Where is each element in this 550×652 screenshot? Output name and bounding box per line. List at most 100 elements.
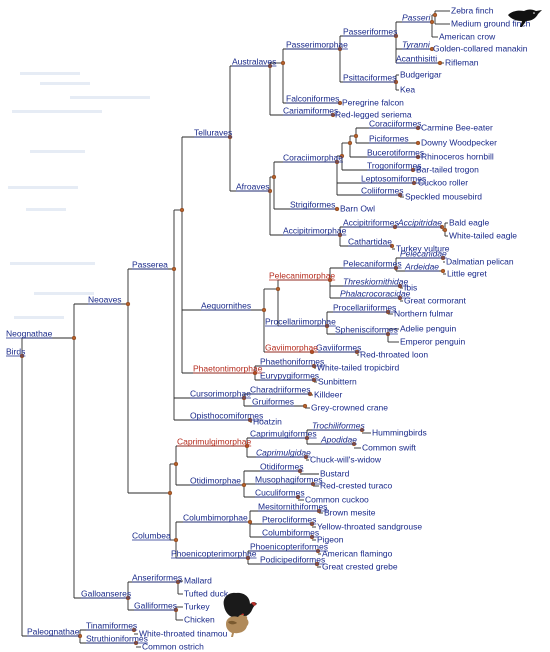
clade-label-apodidae: Apodidae <box>320 434 357 444</box>
species-label-chuck-will-s-widow: Chuck-will's-widow <box>310 455 382 465</box>
clade-label-pelecanimorphae: Pelecanimorphae <box>269 270 335 280</box>
species-label-emperor-penguin: Emperor penguin <box>400 337 465 347</box>
faded-text-mark <box>20 72 80 75</box>
species-label-downy-woodpecker: Downy Woodpecker <box>421 138 497 148</box>
clade-label-passerimorphae: Passerimorphae <box>286 39 348 49</box>
species-label-bar-tailed-trogon: Bar-tailed trogon <box>416 165 479 175</box>
divergence-node <box>429 46 435 52</box>
faded-text-mark <box>34 292 94 295</box>
divergence-node <box>339 153 345 159</box>
species-label-budgerigar: Budgerigar <box>400 70 442 80</box>
divergence-node <box>125 301 131 307</box>
species-label-speckled-mousebird: Speckled mousebird <box>405 192 482 202</box>
species-label-turkey: Turkey <box>184 602 210 612</box>
divergence-node <box>334 206 340 212</box>
faded-text-mark <box>70 96 150 99</box>
clade-label-sphenisciformes: Sphenisciformes <box>335 324 398 334</box>
clade-label-tyranni: Tyranni <box>402 39 431 49</box>
species-label-common-cuckoo: Common cuckoo <box>305 495 369 505</box>
clade-label-leptosomiformes: Leptosomiformes <box>361 173 426 183</box>
clade-label-cursorimorphae: Cursorimorphae <box>190 388 251 398</box>
divergence-node <box>247 519 253 525</box>
faded-text-mark <box>30 150 85 153</box>
clade-label-phaethoniformes: Phaethoniformes <box>260 356 324 366</box>
clade-label-phoenicopterimorphae: Phoenicopterimorphae <box>171 548 257 558</box>
clade-label-caprimulgimorphae: Caprimulgimorphae <box>177 436 251 446</box>
species-label-hummingbirds: Hummingbirds <box>372 428 427 438</box>
clade-label-otidimorphae: Otidimorphae <box>190 475 241 485</box>
clade-label-phalacrocoracidae: Phalacrocoracidae <box>340 288 411 298</box>
divergence-node <box>429 19 435 25</box>
clade-label-pelecanidae: Pelecanidae <box>400 248 447 258</box>
divergence-node <box>302 403 308 409</box>
clade-label-coraciimorphae: Coraciimorphae <box>283 152 343 162</box>
divergence-node <box>171 266 177 272</box>
divergence-node <box>280 60 286 66</box>
species-label-ibis: Ibis <box>404 283 417 293</box>
clade-label-acanthisitti: Acanthisitti <box>396 53 437 63</box>
divergence-node <box>353 133 359 139</box>
species-label-sunbittern: Sunbittern <box>318 377 357 387</box>
species-label-rhinoceros-hornbill: Rhinoceros hornbill <box>421 152 494 162</box>
clade-label-gaviiformes: Gaviiformes <box>316 342 361 352</box>
species-label-bald-eagle: Bald eagle <box>449 218 489 228</box>
clade-label-eurypygiformes: Eurypygiformes <box>260 370 319 380</box>
species-label-common-swift: Common swift <box>362 443 416 453</box>
clade-label-birds: Birds <box>6 346 25 356</box>
turkey-silhouette <box>223 592 257 624</box>
clade-label-cariamiformes: Cariamiformes <box>283 105 338 115</box>
divergence-node <box>442 227 448 233</box>
clade-label-galliformes: Galliformes <box>134 600 177 610</box>
species-label-mallard: Mallard <box>184 576 212 586</box>
faded-text-mark <box>14 316 64 319</box>
species-label-golden-collared-manakin: Golden-collared manakin <box>433 44 528 54</box>
clade-label-musophagiformes: Musophagiformes <box>255 474 323 484</box>
clade-label-accipitriformes: Accipitriformes <box>343 217 399 227</box>
clade-label-psittaciformes: Psittaciformes <box>343 72 396 82</box>
clade-label-gruiformes: Gruiformes <box>252 396 294 406</box>
divergence-node <box>271 174 277 180</box>
clade-label-pelecaniformes: Pelecaniformes <box>343 258 402 268</box>
clade-label-phaetontimorphae: Phaetontimorphae <box>193 363 263 373</box>
clade-label-otidiformes: Otidiformes <box>260 461 303 471</box>
divergence-node <box>173 461 179 467</box>
species-label-red-legged-seriema: Red-legged seriema <box>335 110 412 120</box>
clade-label-gaviimorphae: Gaviimorphae <box>265 342 318 352</box>
clade-label-opisthocomiformes: Opisthocomiformes <box>190 410 263 420</box>
chicken-silhouette <box>226 613 249 637</box>
clade-label-piciformes: Piciformes <box>369 133 409 143</box>
species-label-adelie-penguin: Adelie penguin <box>400 324 457 334</box>
clade-label-struthioniformes: Struthioniformes <box>86 633 148 643</box>
clade-label-caprimulgidae: Caprimulgidae <box>256 447 311 457</box>
clade-label-falconiformes: Falconiformes <box>286 93 339 103</box>
clade-label-anseriformes: Anseriformes <box>132 572 182 582</box>
faded-background-text <box>8 72 150 319</box>
clade-label-trogoniformes: Trogoniformes <box>367 160 421 170</box>
faded-text-mark <box>10 262 95 265</box>
divergence-node <box>432 12 438 18</box>
clade-label-neognathae: Neognathae <box>6 328 53 338</box>
clade-label-phoenicopteriformes: Phoenicopteriformes <box>250 541 328 551</box>
species-label-brown-mesite: Brown mesite <box>324 508 376 518</box>
divergence-node <box>167 490 173 496</box>
clade-label-caprimulgiformes: Caprimulgiformes <box>250 428 317 438</box>
clade-label-paleognathae: Paleognathae <box>27 626 80 636</box>
divergence-node <box>347 140 353 146</box>
species-label-medium-ground-finch: Medium ground finch <box>451 19 531 29</box>
species-label-white-throated-tinamou: White-throated tinamou <box>139 629 228 639</box>
clade-label-trochiliformes: Trochiliformes <box>312 420 365 430</box>
clade-label-mesitornithiformes: Mesitornithiformes <box>258 501 327 511</box>
faded-text-mark <box>40 82 90 85</box>
divergence-node <box>179 207 185 213</box>
divergence-node <box>261 307 267 313</box>
clade-label-columbimorphae: Columbimorphae <box>183 512 248 522</box>
species-label-kea: Kea <box>400 85 415 95</box>
species-label-tufted-duck: Tufted duck <box>184 589 229 599</box>
species-label-yellow-throated-sandgrouse: Yellow-throated sandgrouse <box>317 522 422 532</box>
divergence-node <box>275 286 281 292</box>
tree-nodes <box>19 12 448 646</box>
clade-label-podicipediformes: Podicipediformes <box>260 554 325 564</box>
clade-label-passeriformes: Passeriformes <box>343 26 397 36</box>
species-label-great-cormorant: Great cormorant <box>404 296 467 306</box>
